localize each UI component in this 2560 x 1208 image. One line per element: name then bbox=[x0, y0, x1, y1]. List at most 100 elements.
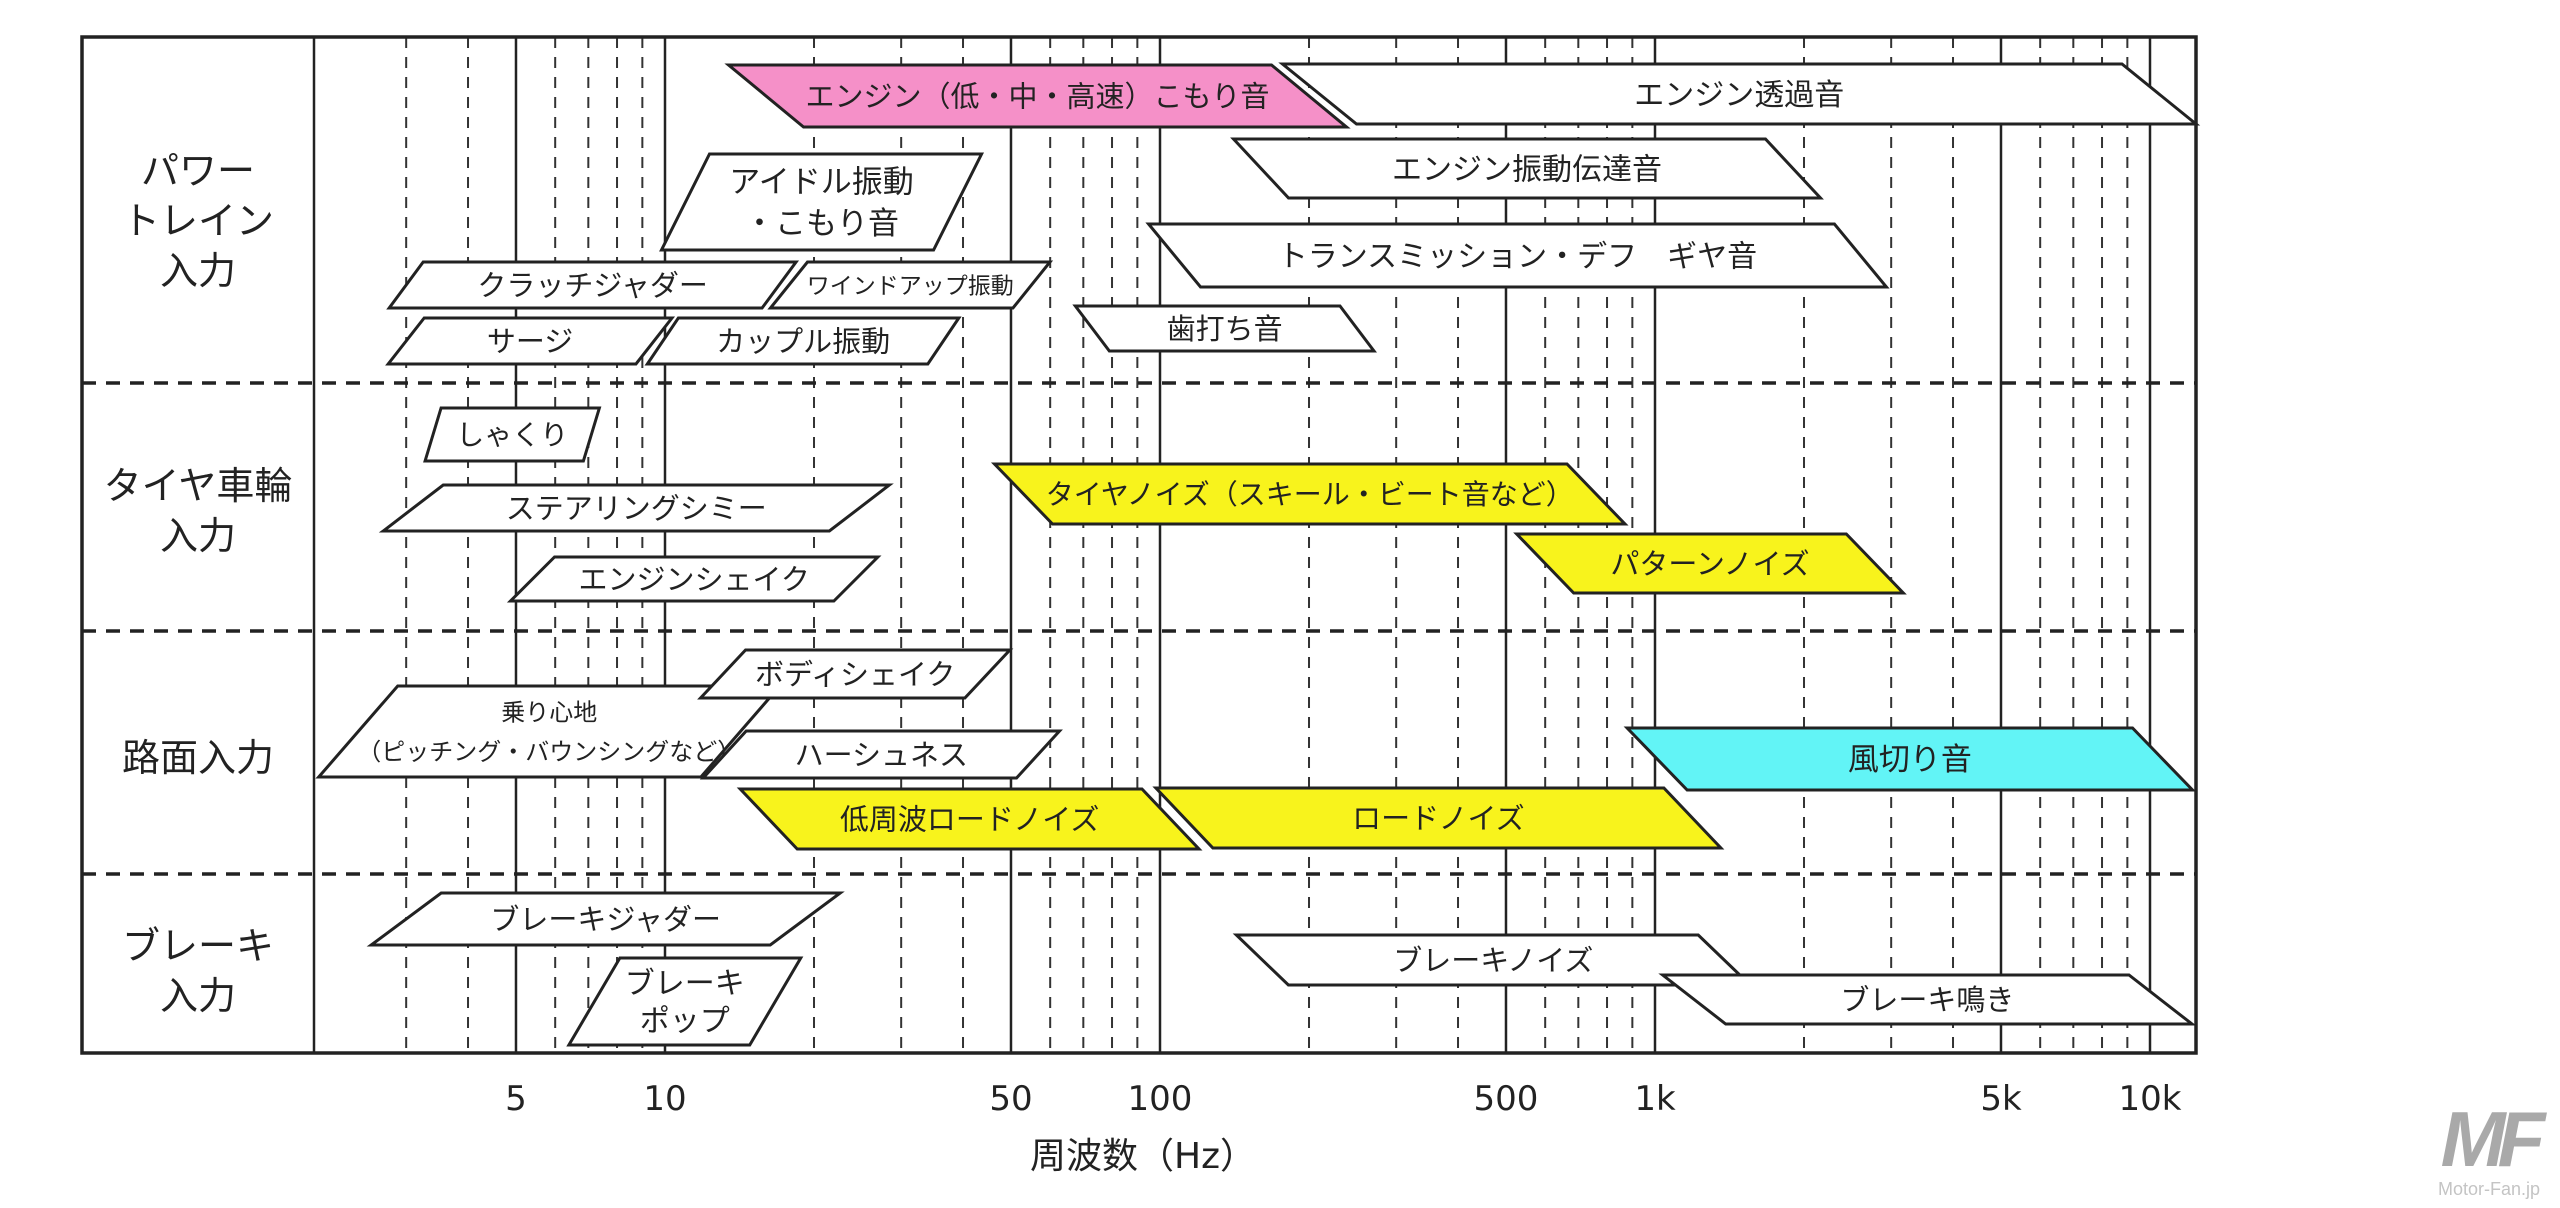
band-shape bbox=[1623, 726, 2197, 792]
band-shape bbox=[506, 555, 882, 603]
band-shape bbox=[724, 63, 1351, 129]
watermark: MF Motor-Fan.jp bbox=[2437, 1095, 2546, 1200]
band-shape bbox=[1145, 222, 1890, 289]
band-shape bbox=[767, 260, 1054, 310]
band-label: クラッチジャダー bbox=[477, 268, 708, 302]
x-axis-title: 周波数（Hz） bbox=[1030, 1136, 1256, 1177]
x-tick-label: 1k bbox=[1634, 1079, 1676, 1119]
category-label: 入力 bbox=[160, 514, 236, 558]
band-label: 風切り音 bbox=[1848, 742, 1972, 778]
frequency-band: カップル振動 bbox=[644, 316, 962, 366]
band-label: ステアリングシミー bbox=[506, 491, 767, 525]
frequency-band: エンジン透過音 bbox=[1278, 62, 2201, 126]
frequency-band: タイヤノイズ（スキール・ビート音など） bbox=[990, 462, 1629, 526]
band-label: エンジン透過音 bbox=[1634, 78, 1844, 113]
category-label: タイヤ車輪 bbox=[104, 464, 293, 508]
frequency-band: ボディシェイク bbox=[697, 648, 1014, 700]
frequency-band: 歯打ち音 bbox=[1072, 304, 1377, 353]
band-label: ・こもり音 bbox=[744, 206, 899, 242]
x-tick-label: 500 bbox=[1474, 1079, 1539, 1119]
frequency-band: ハーシュネス bbox=[699, 729, 1063, 780]
frequency-band: サージ bbox=[385, 316, 676, 366]
band-shape bbox=[315, 684, 784, 779]
band-label: エンジン（低・中・高速）こもり音 bbox=[806, 79, 1270, 113]
band-shape bbox=[1072, 304, 1377, 353]
band-label: ロードノイズ bbox=[1352, 801, 1525, 835]
x-tick-label: 10k bbox=[2119, 1079, 2182, 1119]
watermark-text: Motor-Fan.jp bbox=[2437, 1179, 2540, 1199]
band-label: （ピッチング・バウンシングなど） bbox=[357, 738, 741, 766]
x-tick-label: 50 bbox=[989, 1079, 1032, 1119]
frequency-band: ブレーキ鳴き bbox=[1658, 973, 2197, 1026]
band-label: ハーシュネス bbox=[795, 738, 968, 772]
category-label: 入力 bbox=[160, 249, 236, 293]
band-shape bbox=[699, 729, 1063, 780]
band-label: ワインドアップ振動 bbox=[807, 273, 1014, 299]
band-label: エンジンシェイク bbox=[578, 562, 809, 596]
band-shape bbox=[566, 956, 804, 1047]
band-shape bbox=[385, 316, 676, 366]
band-label: しゃくり bbox=[456, 419, 568, 452]
band-shape bbox=[1658, 973, 2197, 1026]
band-label: 低周波ロードノイズ bbox=[840, 802, 1100, 836]
chart-border bbox=[80, 35, 2198, 1055]
frequency-band: アイドル振動・こもり音 bbox=[659, 152, 985, 252]
band-shape bbox=[1230, 137, 1824, 200]
band-shape bbox=[366, 891, 845, 947]
frequency-band: ワインドアップ振動 bbox=[767, 260, 1054, 310]
frequency-band: 乗り心地 （ピッチング・バウンシングなど） bbox=[315, 684, 784, 779]
band-label: アイドル振動 bbox=[729, 164, 913, 200]
band-shape bbox=[378, 483, 894, 533]
frequency-band: 低周波ロードノイズ bbox=[736, 787, 1203, 851]
frequency-band: ロードノイズ bbox=[1152, 786, 1725, 850]
frequency-band: しゃくり bbox=[423, 406, 602, 463]
frequency-band: エンジン（低・中・高速）こもり音 bbox=[724, 63, 1351, 129]
band-label: パターンノイズ bbox=[1610, 547, 1809, 581]
band-shape bbox=[386, 260, 800, 310]
band-label: サージ bbox=[487, 324, 573, 358]
frequency-band: エンジン振動伝達音 bbox=[1230, 137, 1824, 200]
band-label: ブレーキ鳴き bbox=[1840, 983, 2014, 1017]
category-label: 入力 bbox=[160, 974, 236, 1018]
watermark-logo: MF bbox=[2440, 1095, 2546, 1183]
band-label: 乗り心地 bbox=[501, 698, 597, 726]
band-label: ブレーキ bbox=[625, 966, 745, 1001]
band-shape bbox=[1513, 532, 1907, 595]
band-shape bbox=[697, 648, 1014, 700]
band-label: カップル振動 bbox=[716, 324, 890, 358]
band-label: エンジン振動伝達音 bbox=[1392, 152, 1662, 187]
frequency-band: エンジンシェイク bbox=[506, 555, 882, 603]
x-axis-tick-labels: 5 10 50 100 500 1k 5k 10k bbox=[505, 1079, 2182, 1119]
band-shape bbox=[990, 462, 1629, 526]
frequency-band: ブレーキジャダー bbox=[366, 891, 845, 947]
band-shape bbox=[644, 316, 962, 366]
frequency-band: 風切り音 bbox=[1623, 726, 2197, 792]
band-label: ブレーキノイズ bbox=[1393, 943, 1593, 977]
category-label: ブレーキ bbox=[122, 924, 274, 968]
x-tick-label: 5 bbox=[505, 1079, 527, 1119]
band-label: トランスミッション・デフ ギヤ音 bbox=[1278, 239, 1757, 274]
band-label: ボディシェイク bbox=[755, 657, 955, 691]
band-label: タイヤノイズ（スキール・ビート音など） bbox=[1046, 478, 1574, 511]
band-shape bbox=[659, 152, 985, 252]
x-tick-label: 5k bbox=[1980, 1079, 2022, 1119]
x-tick-label: 10 bbox=[643, 1079, 686, 1119]
chart-frame bbox=[80, 35, 2198, 1055]
grid-lines bbox=[82, 37, 2196, 1053]
band-label: 歯打ち音 bbox=[1167, 312, 1283, 346]
band-shape bbox=[736, 787, 1203, 851]
category-label: 路面入力 bbox=[122, 736, 274, 780]
band-label: ブレーキジャダー bbox=[490, 902, 721, 936]
category-label: パワー bbox=[141, 149, 255, 193]
x-tick-label: 100 bbox=[1128, 1079, 1193, 1119]
frequency-band: ステアリングシミー bbox=[378, 483, 894, 533]
band-shape bbox=[423, 406, 602, 463]
category-label: トレイン bbox=[122, 199, 274, 243]
frequency-band: クラッチジャダー bbox=[386, 260, 800, 310]
frequency-band: パターンノイズ bbox=[1513, 532, 1907, 595]
frequency-band: トランスミッション・デフ ギヤ音 bbox=[1145, 222, 1890, 289]
